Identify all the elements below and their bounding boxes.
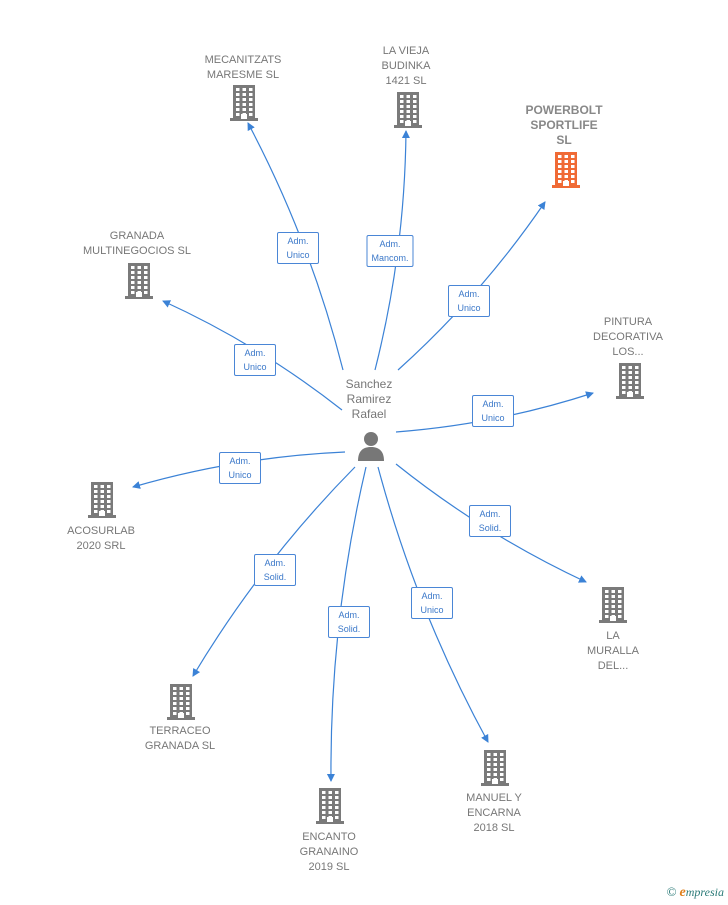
role-badge-mecanitzats: Adm. Unico — [277, 232, 319, 264]
company-label-granada[interactable]: GRANADA MULTINEGOCIOS SL — [83, 230, 191, 257]
building-icon[interactable] — [480, 750, 510, 791]
company-label-acosurlab[interactable]: ACOSURLAB 2020 SRL — [67, 525, 135, 552]
building-icon[interactable] — [551, 152, 581, 193]
person-name: Sanchez Ramirez Rafael — [345, 377, 393, 421]
role-badge-granada: Adm. Unico — [234, 344, 276, 376]
company-label-powerbolt[interactable]: POWERBOLT SPORTLIFE SL — [525, 103, 603, 147]
building-icon[interactable] — [87, 482, 117, 523]
role-badge-powerbolt: Adm. Unico — [448, 285, 490, 317]
role-badge-terraceo: Adm. Solid. — [254, 554, 296, 586]
company-label-laVieja[interactable]: LA VIEJA BUDINKA 1421 SL — [381, 45, 431, 87]
brand-name: mpresia — [685, 885, 724, 899]
building-icon[interactable] — [615, 363, 645, 404]
role-badge-manuel: Adm. Unico — [411, 587, 453, 619]
role-badge-muralla: Adm. Solid. — [469, 505, 511, 537]
empresia-watermark: ©empresia — [667, 884, 724, 901]
company-label-manuel[interactable]: MANUEL Y ENCARNA 2018 SL — [466, 792, 522, 834]
role-badge-encanto: Adm. Solid. — [328, 606, 370, 638]
building-icon[interactable] — [124, 263, 154, 304]
building-icon[interactable] — [166, 684, 196, 725]
role-badge-pintura: Adm. Unico — [472, 395, 514, 427]
company-label-encanto[interactable]: ENCANTO GRANAINO 2019 SL — [299, 831, 359, 873]
copyright-symbol: © — [666, 884, 677, 899]
building-icon[interactable] — [598, 587, 628, 628]
person-icon[interactable] — [356, 430, 386, 467]
brand-initial: e — [679, 885, 686, 900]
company-label-mecanitzats[interactable]: MECANITZATS MARESME SL — [204, 54, 282, 81]
building-icon[interactable] — [229, 85, 259, 126]
company-label-pintura[interactable]: PINTURA DECORATIVA LOS... — [593, 316, 663, 358]
role-badge-acosurlab: Adm. Unico — [219, 452, 261, 484]
company-label-terraceo[interactable]: TERRACEO GRANADA SL — [144, 725, 216, 752]
company-label-muralla[interactable]: LA MURALLA DEL... — [587, 630, 639, 672]
building-icon[interactable] — [393, 92, 423, 133]
building-icon[interactable] — [315, 788, 345, 829]
role-badge-laVieja: Adm. Mancom. — [366, 235, 414, 267]
